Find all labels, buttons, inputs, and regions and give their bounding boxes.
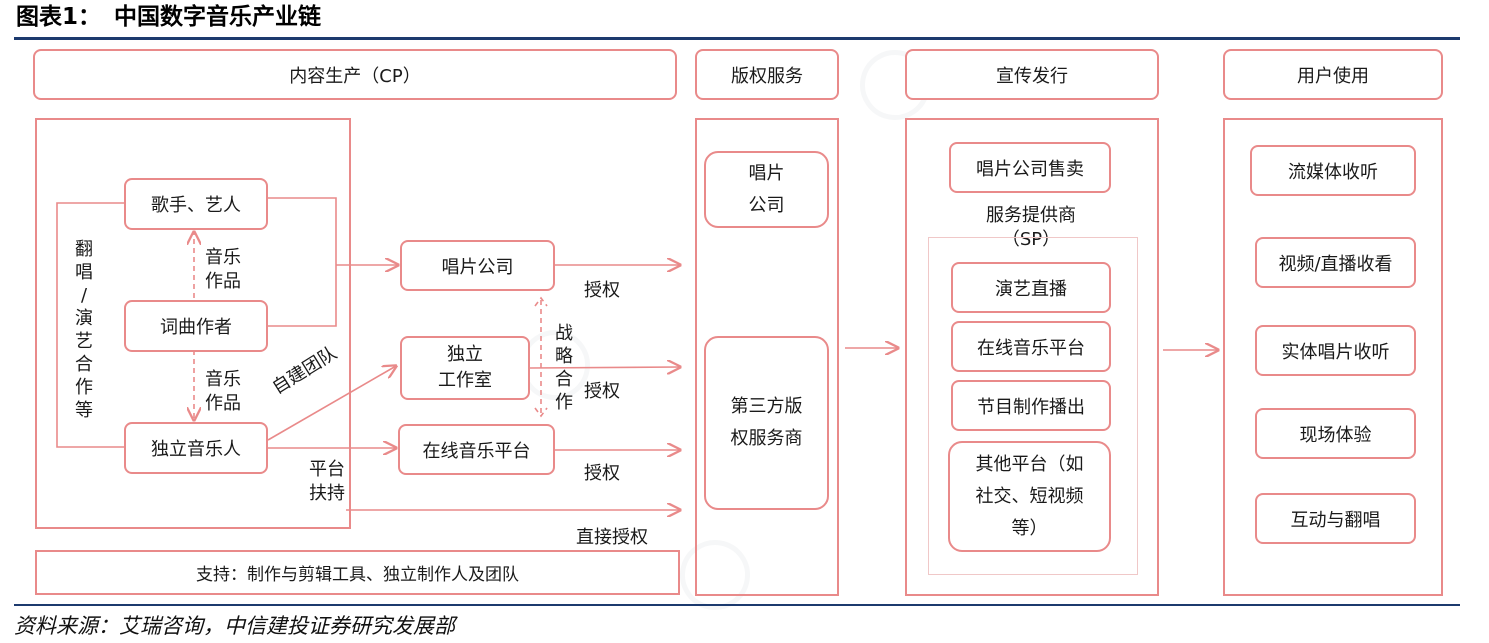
copyright-record-box: 唱片公司 — [704, 151, 829, 228]
column-header-copyright: 版权服务 — [695, 49, 839, 100]
strategic-cooperation-label: 战略合作 — [553, 322, 575, 414]
strategic-label-char: 战 — [555, 323, 573, 344]
online-platform-box: 在线音乐平台 — [398, 424, 555, 475]
user-item-interaction: 互动与翻唱 — [1255, 493, 1416, 544]
cover-performance-label: 翻唱/演艺合作等 — [73, 238, 95, 422]
sp-item-online-platform: 在线音乐平台 — [951, 321, 1111, 372]
service-provider-group — [928, 237, 1138, 575]
promo-panel — [905, 118, 1159, 596]
bottom-rule — [14, 604, 1460, 606]
strategic-label-char: 略 — [555, 346, 573, 367]
record-sale-box: 唱片公司售卖 — [949, 142, 1111, 193]
cover-label-char: 等 — [75, 400, 93, 421]
sp-item-live: 演艺直播 — [951, 262, 1111, 313]
support-box: 支持：制作与剪辑工具、独立制作人及团队 — [35, 550, 680, 595]
music-work-label-1: 音乐作品 — [205, 247, 241, 292]
cover-label-char: 作 — [75, 377, 93, 398]
user-item-physical: 实体唱片收听 — [1255, 325, 1416, 376]
column-header-cp: 内容生产（CP） — [33, 49, 677, 100]
auth-label-1: 授权 — [584, 280, 620, 301]
service-provider-label: 服务提供商（SP） — [986, 205, 1076, 250]
source-note: 资料来源：艾瑞咨询，中信建投证券研究发展部 — [14, 614, 455, 638]
indie-musician-box: 独立音乐人 — [124, 422, 268, 474]
user-item-live: 现场体验 — [1255, 408, 1416, 459]
user-item-video: 视频/直播收看 — [1255, 237, 1416, 288]
songwriter-box: 词曲作者 — [124, 300, 268, 352]
third-party-copyright-box: 第三方版权服务商 — [704, 336, 829, 510]
strategic-label-char: 作 — [555, 392, 573, 413]
user-item-streaming: 流媒体收听 — [1250, 145, 1416, 196]
cover-label-char: 艺 — [75, 331, 93, 352]
column-header-promo: 宣传发行 — [905, 49, 1159, 100]
sp-item-other-platforms: 其他平台（如社交、短视频等） — [948, 441, 1111, 552]
figure-number: 图表1： — [16, 4, 102, 30]
singer-box: 歌手、艺人 — [124, 178, 268, 230]
user-panel — [1223, 118, 1443, 596]
column-header-user: 用户使用 — [1223, 49, 1443, 100]
music-work-label-2: 音乐作品 — [205, 369, 241, 414]
cover-label-char: 演 — [75, 308, 93, 329]
top-rule — [14, 37, 1460, 40]
figure-title: 图表1： 中国数字音乐产业链 — [16, 0, 321, 34]
cover-label-char: 合 — [75, 354, 93, 375]
cover-label-char: / — [80, 285, 88, 306]
cover-label-char: 翻 — [75, 239, 93, 260]
direct-auth-label: 直接授权 — [576, 527, 648, 548]
creator-panel — [35, 118, 351, 529]
sp-item-program: 节目制作播出 — [951, 380, 1111, 431]
auth-label-3: 授权 — [584, 463, 620, 484]
auth-label-2: 授权 — [584, 381, 620, 402]
copyright-panel — [695, 118, 839, 596]
studio-box: 独立工作室 — [400, 336, 530, 400]
cover-label-char: 唱 — [75, 262, 93, 283]
strategic-label-char: 合 — [555, 369, 573, 390]
figure-title-text: 中国数字音乐产业链 — [114, 4, 321, 30]
platform-support-label: 平台扶持 — [309, 459, 345, 504]
record-company-box: 唱片公司 — [400, 240, 555, 291]
